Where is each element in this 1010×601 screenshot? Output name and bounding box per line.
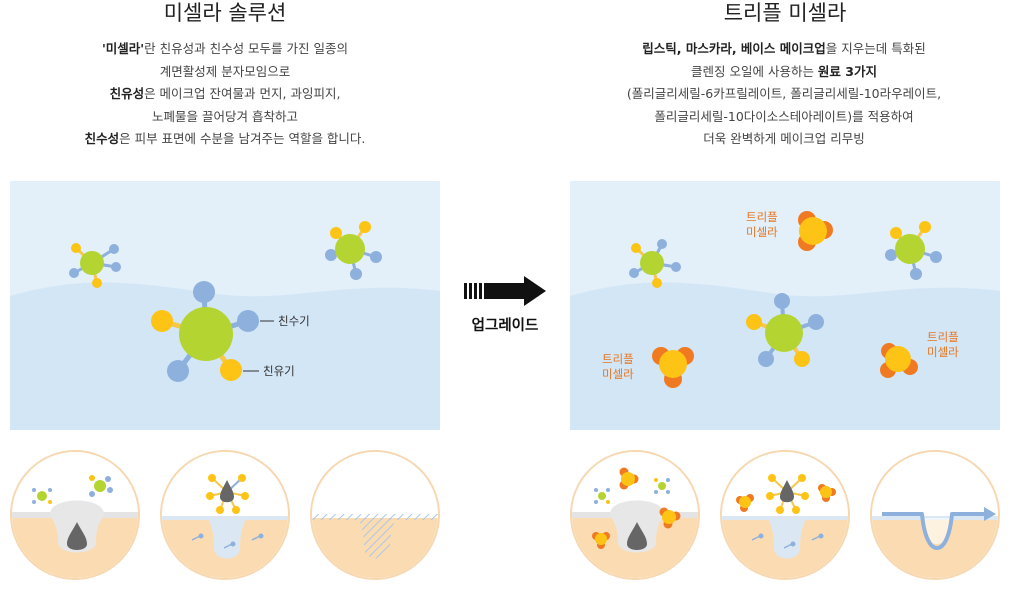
small-micelle-a xyxy=(629,239,681,288)
description-text: 클렌징 오일에 사용하는 xyxy=(691,63,818,79)
description-bold-text: 친유성 xyxy=(109,86,145,101)
tiny-micelle-2 xyxy=(89,475,113,497)
left-step-2-circle xyxy=(160,450,290,580)
right-step-3-circle xyxy=(870,450,1000,580)
description-text: 란 친유성과 친수성 모두를 가진 일종의 xyxy=(144,41,349,56)
description-text: 은 피부 표면에 수분을 남겨주는 역할을 합니다. xyxy=(119,131,366,146)
left-step-3-circle xyxy=(310,450,440,580)
triple-micelle-diagram xyxy=(570,211,1000,430)
description-line: 계면활성제 분자모임으로 xyxy=(10,61,440,84)
description-line: 친유성은 메이크업 잔여물과 먼지, 과잉피지, xyxy=(10,83,440,106)
triple-micelle-label-left: 트리플 미셀라 xyxy=(602,352,634,381)
tiny-micelle-1 xyxy=(32,488,52,504)
description-line: 폴리글리세릴-10다이소스테아레이트)를 적용하여 xyxy=(558,106,1010,129)
description-line: 노폐물을 끌어당겨 흡착하고 xyxy=(10,106,440,129)
right-arrow-icon xyxy=(464,276,546,306)
micelle-with-oil xyxy=(206,474,249,514)
right-step-1-circle xyxy=(570,450,700,580)
triple-micelle-cluster-right xyxy=(880,343,918,378)
description-bold-text: '미셀라' xyxy=(101,41,145,56)
water-wave xyxy=(10,282,440,430)
description-line: 클렌징 오일에 사용하는 원료 3가지 xyxy=(558,61,1010,84)
description-line: 친수성은 피부 표면에 수분을 남겨주는 역할을 합니다. xyxy=(10,128,440,151)
description-bold-text: 친수성 xyxy=(84,131,120,146)
description-line: 더욱 완벽하게 메이크업 리무빙 xyxy=(558,128,1010,151)
description-text: 은 메이크업 잔여물과 먼지, 과잉피지, xyxy=(144,86,341,101)
description-text: 폴리글리세릴-10다이소스테아레이트)를 적용하여 xyxy=(654,108,914,124)
tiny-triple-c xyxy=(592,532,610,549)
description-line: '미셀라'란 친유성과 친수성 모두를 가진 일종의 xyxy=(10,38,440,61)
upgrade-label: 업그레이드 xyxy=(471,318,539,334)
triple-micelle-cluster-top xyxy=(798,211,833,251)
tiny-triple-a xyxy=(619,467,639,490)
center-micelle xyxy=(746,293,824,367)
triple-micelle-diagram-panel: 트리플 미셀라 트리플 미셀라 트리플 미셀라 xyxy=(570,181,1000,430)
tiny-triple-right xyxy=(818,484,836,502)
description-line: 립스틱, 마스카라, 베이스 메이크업을 지우는데 특화된 xyxy=(558,38,1010,61)
left-title: 미셀라 솔루션 xyxy=(163,1,287,25)
description-bold-text: 원료 3가지 xyxy=(817,63,877,79)
triple-micelle-label-top: 트리플 미셀라 xyxy=(746,210,778,239)
micelle-diagram-panel: 친수기 친유기 xyxy=(10,181,440,430)
description-text: 노폐물을 끌어당겨 흡착하고 xyxy=(152,108,298,124)
description-text: 계면활성제 분자모임으로 xyxy=(159,63,291,79)
hydrophilic-label: 친수기 xyxy=(278,314,310,328)
triple-micelle-label-right: 트리플 미셀라 xyxy=(927,330,959,359)
tiny-triple-left xyxy=(736,494,754,512)
small-micelle-1 xyxy=(69,243,121,288)
right-title: 트리플 미셀라 xyxy=(723,1,847,25)
tiny-micelle-b xyxy=(654,478,670,494)
large-micelle xyxy=(151,281,274,382)
tiny-triple-b xyxy=(659,507,681,529)
tiny-micelle-a xyxy=(594,488,610,504)
triple-micelle-cluster-left xyxy=(652,347,694,388)
right-step-2-circle xyxy=(720,450,850,580)
description-text: (폴리글리세릴-6카프릴레이트, 폴리글리세릴-10라우레이트, xyxy=(626,86,942,101)
micelle-diagram xyxy=(10,221,440,430)
description-line: (폴리글리세릴-6카프릴레이트, 폴리글리세릴-10라우레이트, xyxy=(558,83,1010,106)
micelle-with-oil-right xyxy=(766,474,809,514)
description-text: 을 지우는데 특화된 xyxy=(825,41,926,56)
left-step-1-circle xyxy=(10,450,140,580)
small-micelle-2 xyxy=(325,221,382,280)
small-micelle-b xyxy=(885,221,942,280)
water-wave xyxy=(570,282,1000,430)
description-bold-text: 립스틱, 마스카라, 베이스 메이크업 xyxy=(642,41,826,56)
description-text: 더욱 완벽하게 메이크업 리무빙 xyxy=(703,131,865,146)
lipophilic-label: 친유기 xyxy=(263,364,295,378)
